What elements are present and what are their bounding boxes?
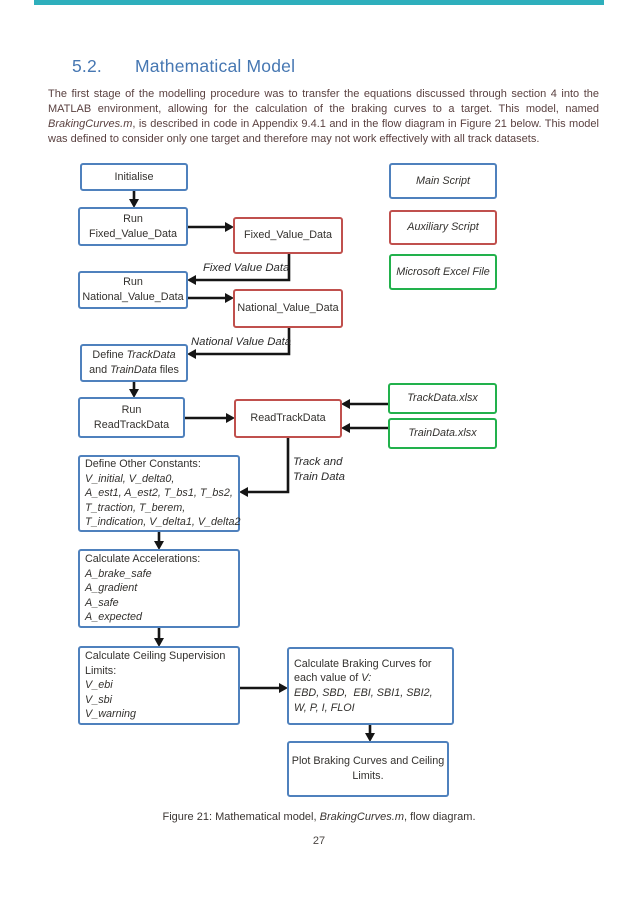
flow-node-text: T_indication, V_delta1, V_delta2 (85, 516, 241, 529)
intro-text-italic: BrakingCurves.m (48, 118, 133, 130)
flow-arrow-read-to-constants (248, 438, 290, 494)
caption-text-italic: BrakingCurves.m (319, 811, 404, 823)
flow-node-define-other-constants: Define Other Constants:V_initial, V_delt… (78, 455, 240, 532)
page-top-accent-bar (34, 0, 604, 5)
flow-node-trackdata-xlsx: TrackData.xlsx (388, 383, 497, 414)
flow-node-text: V_ebi (85, 679, 113, 692)
intro-text-1: The first stage of the modelling procedu… (48, 88, 599, 115)
flow-node-text: each value of V: (294, 672, 372, 685)
flow-node-legend-main-script: Main Script (389, 163, 497, 199)
flow-node-national-value-data: National_Value_Data (233, 289, 343, 328)
figure-caption: Figure 21: Mathematical model, BrakingCu… (0, 811, 638, 823)
flow-node-text: Plot Braking Curves and Ceiling (291, 755, 445, 768)
flow-node-text: Run (123, 276, 143, 289)
section-number: 5.2. (72, 56, 102, 76)
flow-node-text: A_safe (85, 596, 119, 609)
flow-arrowhead-fixed-to-run-national (187, 275, 196, 285)
flow-arrowhead-read-to-constants (239, 487, 248, 497)
flow-node-text: National_Value_Data (82, 291, 184, 303)
flow-node-text: Fixed_Value_Data (88, 227, 178, 240)
intro-text-2: , is described in code in Appendix 9.4.1… (48, 118, 599, 145)
flow-node-text: A_est1, A_est2, T_bs1, T_bs2, (85, 487, 233, 500)
section-heading: 5.2. Mathematical Model (72, 56, 295, 77)
caption-text-1: Figure 21: Mathematical model, (162, 811, 320, 823)
flow-arrowhead-trainxlsx-to-read (341, 423, 350, 433)
flow-node-fixed-value-data: Fixed_Value_Data (233, 217, 343, 254)
flow-node-text: Initialise (114, 170, 154, 183)
flow-node-text: W, P, I, FLOI (294, 701, 355, 714)
flow-node-text: A_expected (85, 611, 143, 624)
flow-node-text: TrainData.xlsx (408, 427, 477, 440)
flow-node-text: Fixed_Value_Data (243, 229, 333, 242)
flow-node-legend-auxiliary-script: Auxiliary Script (389, 210, 497, 245)
flow-arrowhead-national-to-define-files (187, 349, 196, 359)
flow-node-text: Auxiliary Script (407, 221, 479, 234)
flow-node-initialise: Initialise (80, 163, 188, 191)
flow-node-text: Run (121, 403, 142, 416)
flow-node-text: A_gradient (85, 582, 138, 595)
flow-arrowhead-trackxlsx-to-read (341, 399, 350, 409)
flow-node-text: V_warning (85, 708, 137, 721)
flow-node-text: Microsoft Excel File (396, 265, 490, 278)
flow-node-text: ReadTrackData (250, 412, 326, 425)
flow-node-text: Limits: (85, 664, 117, 677)
flow-node-text: National_Value_Data (237, 302, 339, 315)
flow-node-text: Define Other Constants: (85, 458, 201, 471)
flow-node-text: V_initial, V_delta0, (85, 472, 175, 485)
flow-node-text: A_brake_safe (85, 567, 152, 580)
flow-node-text: EBD, SBD, EBI, SBI1, SBI2, (294, 687, 433, 699)
flow-node-text: TrackData.xlsx (407, 392, 478, 405)
flow-node-text: T_traction, T_berem, (85, 501, 186, 514)
flow-node-text: ReadTrackData (93, 418, 170, 431)
intro-paragraph: The first stage of the modelling procedu… (48, 87, 599, 147)
flow-node-text: Limits. (352, 770, 384, 782)
flow-node-calculate-braking-curves: Calculate Braking Curves for each value o… (287, 647, 454, 725)
flow-edge-label-national-value-data: National Value Data (191, 336, 292, 348)
page-number: 27 (312, 835, 326, 847)
flow-node-text: and TrainData files (89, 364, 179, 376)
flow-node-traindata-xlsx: TrainData.xlsx (388, 418, 497, 449)
flow-node-text: Main Script (415, 174, 470, 187)
caption-text-2: , flow diagram. (403, 811, 476, 823)
flow-node-text: Run (123, 212, 143, 225)
flow-node-legend-excel-file: Microsoft Excel File (389, 254, 497, 290)
flow-node-text: Define TrackData (92, 349, 176, 362)
section-title: Mathematical Model (135, 56, 296, 76)
flow-node-text: Calculate Ceiling Supervision (85, 650, 226, 663)
flow-node-text: Calculate Accelerations: (85, 553, 201, 566)
flow-node-text: V_sbi (85, 693, 113, 706)
flow-node-readtrackdata: ReadTrackData (234, 399, 342, 438)
flow-node-text: Calculate Braking Curves for (294, 657, 432, 670)
flow-edge-label-fixed-value-data: Fixed Value Data (203, 262, 290, 274)
flow-node-define-trackdata-traindata-files: Define TrackData and TrainData files (80, 344, 188, 382)
